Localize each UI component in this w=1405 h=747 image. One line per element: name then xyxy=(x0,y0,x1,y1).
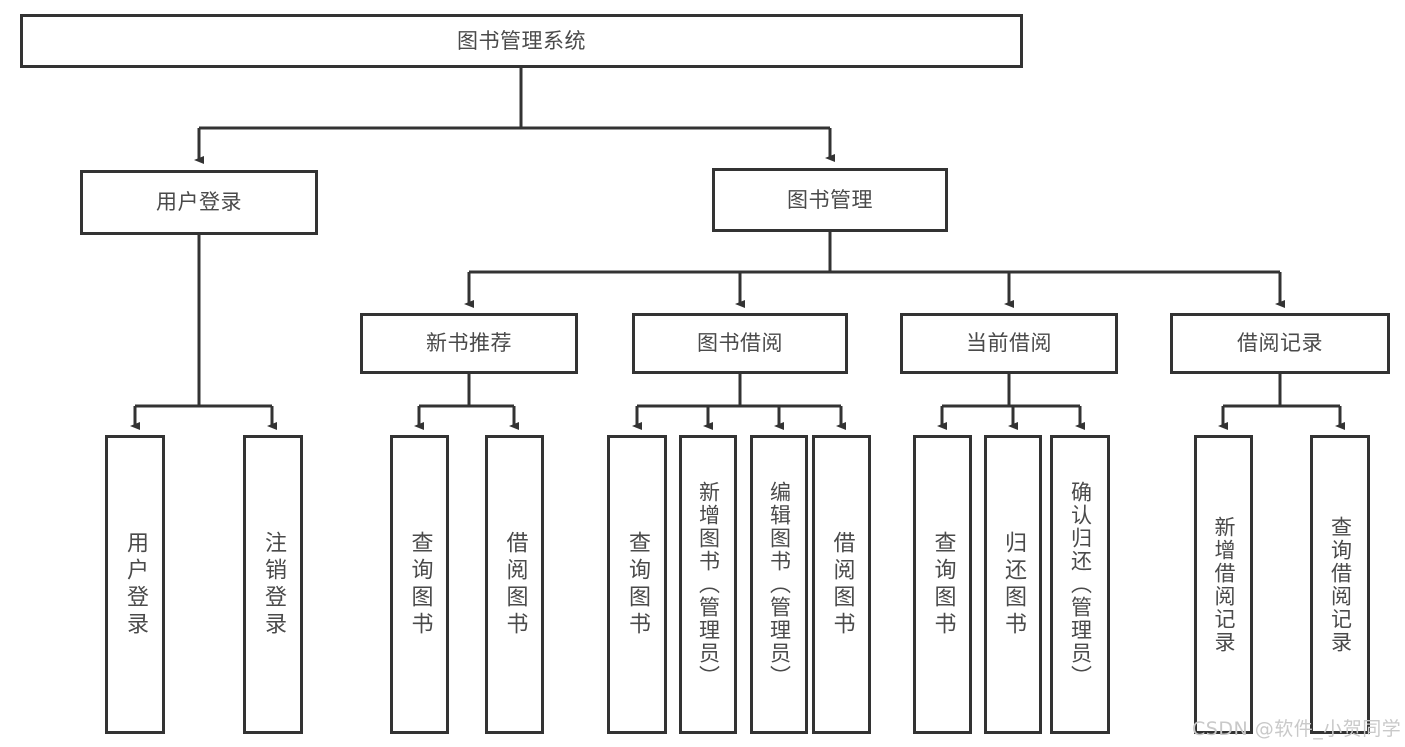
node-book-management[interactable]: 图书管理 xyxy=(712,168,948,232)
node-label: 借阅图书 xyxy=(502,530,528,639)
leaf-recommend-query-book[interactable]: 查询图书 xyxy=(390,435,449,734)
node-label: 图书管理系统 xyxy=(457,28,586,53)
node-label: 新增借阅记录 xyxy=(1212,515,1236,654)
leaf-user-login-logout[interactable]: 注销登录 xyxy=(243,435,303,734)
node-current-borrow[interactable]: 当前借阅 xyxy=(900,313,1118,374)
node-label: 图书管理 xyxy=(787,187,873,212)
leaf-current-query-book[interactable]: 查询图书 xyxy=(913,435,972,734)
node-root-book-management-system[interactable]: 图书管理系统 xyxy=(20,14,1023,68)
node-label: 用户登录 xyxy=(123,530,148,639)
leaf-current-confirm-return-admin[interactable]: 确认归还（管理员） xyxy=(1050,435,1110,734)
leaf-borrow-edit-book-admin[interactable]: 编辑图书（管理员） xyxy=(750,435,808,734)
node-label: 图书借阅 xyxy=(697,331,783,356)
node-label: 确认归还（管理员） xyxy=(1068,481,1093,688)
node-label: 当前借阅 xyxy=(966,331,1052,356)
node-label: 新增图书（管理员） xyxy=(696,481,721,688)
node-label: 注销登录 xyxy=(261,530,286,639)
node-label: 查询图书 xyxy=(625,530,650,639)
node-label: 新书推荐 xyxy=(426,331,512,356)
node-label: 用户登录 xyxy=(156,190,242,215)
node-borrow-record[interactable]: 借阅记录 xyxy=(1170,313,1390,374)
node-label: 查询借阅记录 xyxy=(1328,515,1353,654)
node-label: 查询图书 xyxy=(407,530,433,639)
node-label: 编辑图书（管理员） xyxy=(767,481,792,688)
node-label: 借阅记录 xyxy=(1237,331,1323,356)
leaf-record-query-record[interactable]: 查询借阅记录 xyxy=(1310,435,1370,734)
node-label: 查询图书 xyxy=(930,530,956,639)
node-new-book-recommend[interactable]: 新书推荐 xyxy=(360,313,578,374)
leaf-borrow-borrow-book[interactable]: 借阅图书 xyxy=(812,435,871,734)
node-label: 归还图书 xyxy=(1001,530,1026,639)
leaf-record-add-record[interactable]: 新增借阅记录 xyxy=(1194,435,1253,734)
leaf-user-login-login[interactable]: 用户登录 xyxy=(105,435,165,734)
leaf-current-return-book[interactable]: 归还图书 xyxy=(984,435,1042,734)
node-user-login[interactable]: 用户登录 xyxy=(80,170,318,235)
node-book-borrow[interactable]: 图书借阅 xyxy=(632,313,848,374)
leaf-borrow-query-book[interactable]: 查询图书 xyxy=(607,435,667,734)
node-label: 借阅图书 xyxy=(829,530,855,639)
leaf-borrow-add-book-admin[interactable]: 新增图书（管理员） xyxy=(679,435,737,734)
leaf-recommend-borrow-book[interactable]: 借阅图书 xyxy=(485,435,544,734)
